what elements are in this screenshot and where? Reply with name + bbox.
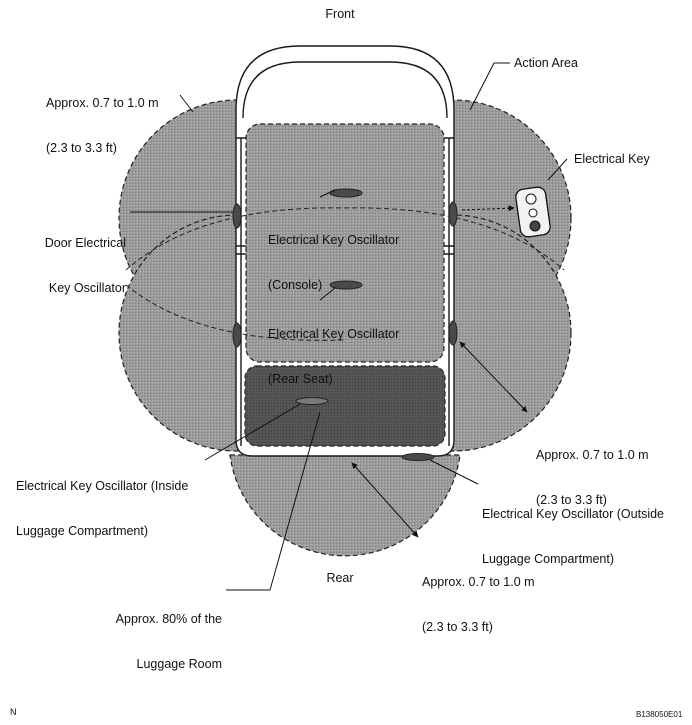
leader-lines (130, 62, 568, 591)
range-top-left-line-2: (2.3 to 3.3 ft) (46, 141, 117, 155)
inside-luggage-oscillator-label: Electrical Key Oscillator (Inside Luggag… (16, 449, 188, 554)
oscillator-icon (232, 203, 242, 229)
console-oscillator-line-2: (Console) (268, 278, 323, 292)
range-bottom-label: Approx. 0.7 to 1.0 m (2.3 to 3.3 ft) (422, 545, 535, 650)
outside-luggage-line-2: Luggage Compartment) (482, 552, 615, 566)
rear-label: Rear (326, 571, 354, 585)
front-label: Front (325, 7, 355, 21)
range-bottom-line-1: Approx. 0.7 to 1.0 m (422, 575, 535, 589)
inside-detection-zones (244, 123, 446, 447)
luggage-room-line-2: Luggage Room (136, 657, 222, 671)
range-right-line-1: Approx. 0.7 to 1.0 m (536, 448, 649, 462)
zone-luggage-interior (244, 365, 446, 447)
inside-luggage-line-2: Luggage Compartment) (16, 524, 149, 538)
range-bottom-line-2: (2.3 to 3.3 ft) (422, 620, 493, 634)
rear-seat-oscillator-label: Electrical Key Oscillator (Rear Seat) (268, 297, 399, 402)
luggage-room-label: Approx. 80% of the Luggage Room (86, 582, 222, 687)
luggage-room-line-1: Approx. 80% of the (115, 612, 222, 626)
door-oscillator-line-2: Key Oscillator (48, 281, 126, 295)
range-top-left-line-1: Approx. 0.7 to 1.0 m (46, 96, 159, 110)
outside-luggage-oscillator-label: Electrical Key Oscillator (Outside Lugga… (482, 477, 664, 582)
corner-code-left: N (10, 707, 17, 717)
zone-boundary-arcs (125, 207, 565, 341)
range-right-line-2: (2.3 to 3.3 ft) (536, 493, 607, 507)
outside-luggage-line-1: Electrical Key Oscillator (Outside (482, 507, 665, 521)
oscillator-icon (329, 280, 363, 290)
action-area-label: Action Area (514, 56, 578, 70)
oscillator-icon (232, 322, 242, 348)
inside-luggage-line-1: Electrical Key Oscillator (Inside (16, 479, 189, 493)
oscillator-icon (295, 397, 329, 405)
door-oscillator-label: Door Electrical Key Oscillator (10, 206, 126, 311)
oscillator-icon (448, 201, 458, 227)
zone-rear-luggage (229, 454, 461, 557)
rear-seat-oscillator-line-2: (Rear Seat) (268, 372, 333, 386)
key-fob-icon (515, 186, 551, 238)
range-right-label: Approx. 0.7 to 1.0 m (2.3 to 3.3 ft) (536, 418, 649, 523)
zone-cabin-interior (245, 123, 445, 363)
console-oscillator-label: Electrical Key Oscillator (Console) (268, 203, 399, 308)
door-oscillator-line-1: Door Electrical (44, 236, 126, 250)
figure-id: B138050E01 (636, 710, 683, 719)
oscillator-icon (401, 453, 435, 461)
oscillators (232, 188, 458, 461)
range-top-left-label: Approx. 0.7 to 1.0 m (2.3 to 3.3 ft) (46, 66, 159, 171)
console-oscillator-line-1: Electrical Key Oscillator (268, 233, 400, 247)
oscillator-icon (448, 320, 458, 346)
electrical-key-label: Electrical Key (574, 152, 650, 166)
rear-seat-oscillator-line-1: Electrical Key Oscillator (268, 327, 400, 341)
oscillator-icon (329, 188, 363, 198)
